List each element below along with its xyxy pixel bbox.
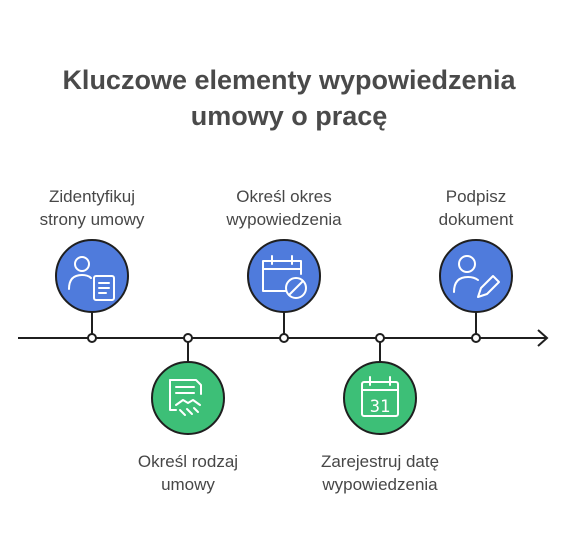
step-4-label: Zarejestruj datę wypowiedzenia [320,452,440,494]
timeline-point-1 [87,333,97,343]
step-2-label: Określ rodzaj umowy [137,452,239,494]
timeline-arrowhead [537,329,549,347]
step-1-label: Zidentyfikuj strony umowy [39,187,145,229]
calendar-cancel-icon [247,239,321,313]
step-3-label: Określ okres wypowiedzenia [226,187,342,229]
person-document-icon [55,239,129,313]
step-5-label: Podpisz dokument [438,187,514,229]
diagram-title: Kluczowe elementy wypowiedzenia umowy o … [0,62,578,134]
timeline-point-4 [375,333,385,343]
calendar-day-number: 31 [370,397,390,417]
contract-handshake-icon [151,361,225,435]
timeline-point-2 [183,333,193,343]
timeline-point-3 [279,333,289,343]
timeline-point-5 [471,333,481,343]
title-line-1: Kluczowe elementy wypowiedzenia [62,65,516,95]
title-line-2: umowy o pracę [190,101,388,131]
calendar-31-icon: 31 [343,361,417,435]
person-sign-icon [439,239,513,313]
